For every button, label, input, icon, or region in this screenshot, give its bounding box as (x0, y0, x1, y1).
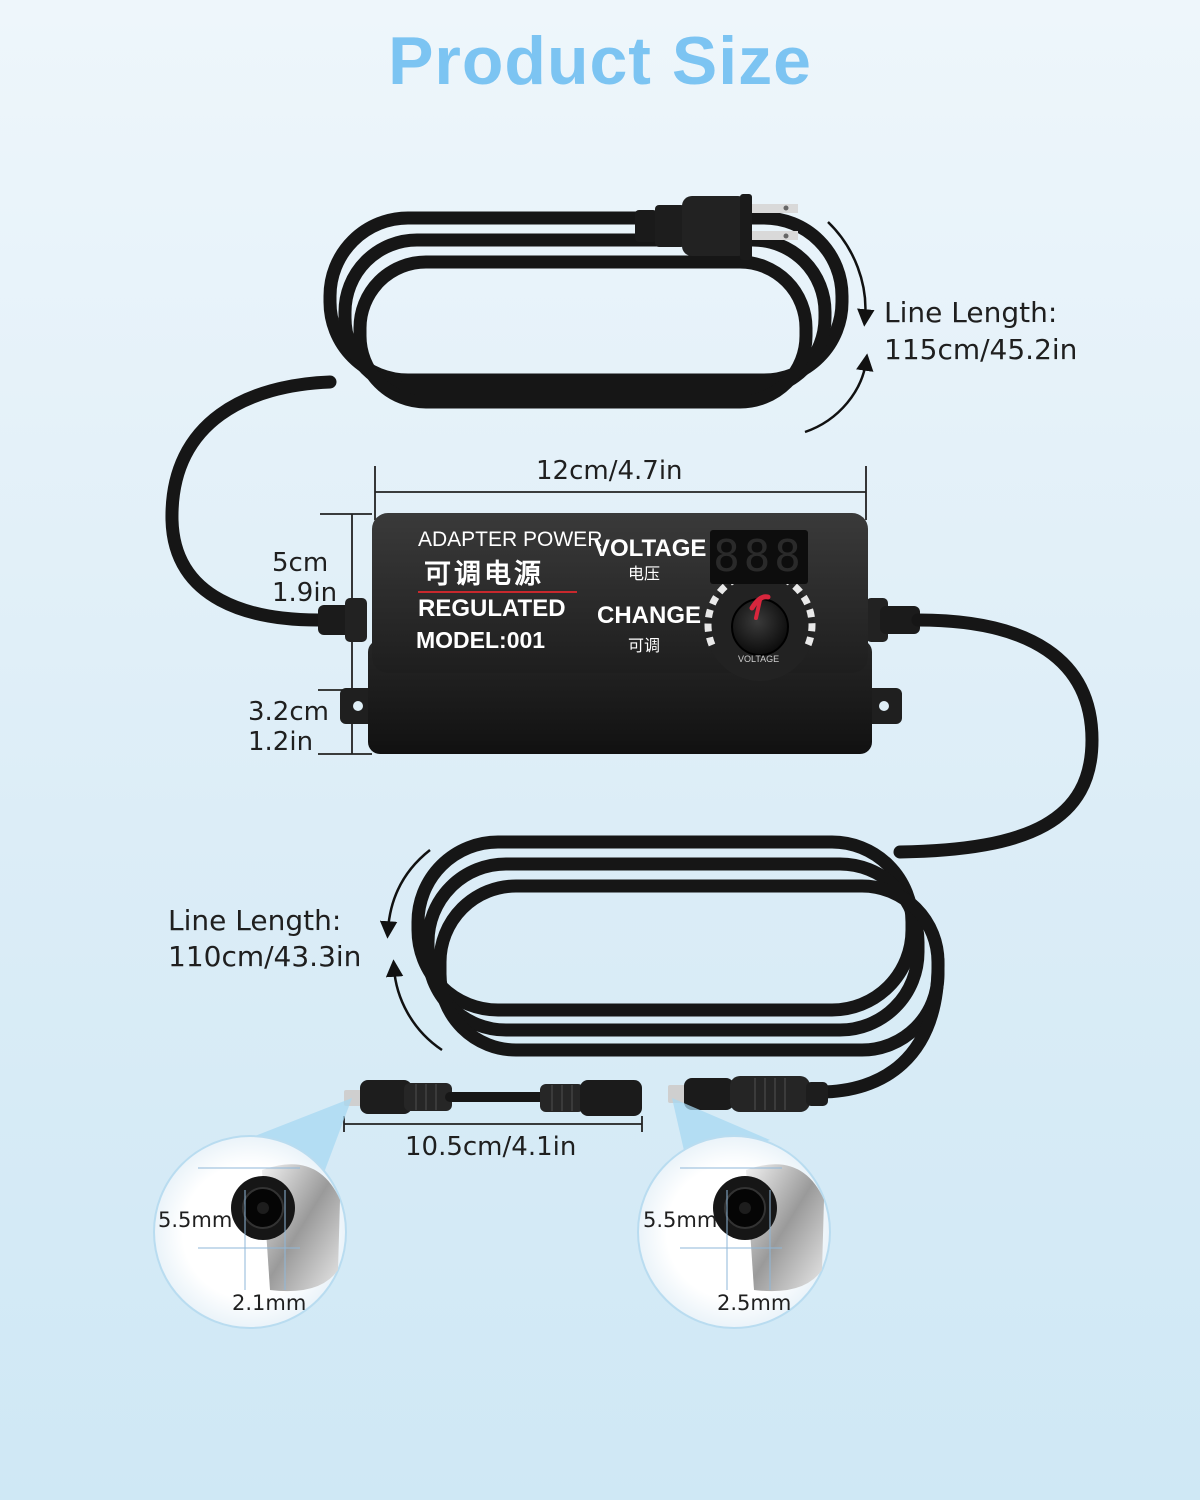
top-cable-length-value: 115cm/45.2in (884, 333, 1078, 366)
adapter-label-line2: 可调电源 (424, 559, 544, 590)
right-connector-detail (637, 1135, 831, 1329)
knob-label: VOLTAGE (738, 654, 780, 664)
zoom-highlight-left (232, 1098, 352, 1178)
curved-arrow-icon (385, 959, 443, 1052)
page-title: Product Size (388, 23, 812, 99)
right-inner-diameter: 2.5mm (717, 1291, 792, 1315)
adapter-depth-in: 1.2in (248, 727, 314, 757)
curved-arrow-icon (804, 353, 874, 434)
adapter-width-label: 12cm/4.7in (536, 456, 683, 486)
width-dimension-line (374, 466, 867, 520)
curved-arrow-icon (379, 849, 431, 939)
voltage-cn-label: 电压 (628, 564, 661, 583)
left-inner-diameter: 2.1mm (232, 1291, 307, 1315)
extension-cable (344, 1080, 642, 1116)
right-outer-diameter: 5.5mm (643, 1208, 718, 1232)
extension-length-label: 10.5cm/4.1in (405, 1132, 577, 1162)
adapter-label-line4: MODEL:001 (416, 627, 546, 653)
adapter-depth-cm: 3.2cm (248, 697, 329, 727)
voltage-label: VOLTAGE (594, 535, 707, 562)
us-plug-icon (635, 194, 798, 260)
led-display-icon: 888 (710, 530, 808, 584)
bottom-cable-length-value: 110cm/43.3in (168, 940, 362, 973)
bottom-cable-coil (411, 613, 1099, 1099)
adapter-height-cm: 5cm (272, 548, 329, 578)
adapter-label-line1: ADAPTER POWER (418, 528, 603, 551)
adapter-label-line3: REGULATED (418, 595, 566, 622)
change-label: CHANGE (597, 602, 702, 629)
adapter-height-in: 1.9in (272, 578, 338, 608)
dc-barrel-plug-icon (668, 1076, 828, 1112)
curved-arrow-icon (827, 221, 875, 327)
bottom-cable-length-label: Line Length: (168, 904, 342, 937)
top-cable-coil (165, 211, 849, 627)
left-outer-diameter: 5.5mm (158, 1208, 233, 1232)
change-cn-label: 可调 (628, 636, 661, 655)
top-cable-length-label: Line Length: (884, 296, 1058, 329)
dc-female-jack-icon (540, 1080, 642, 1116)
left-connector-detail (153, 1135, 347, 1329)
voltage-knob-icon[interactable] (704, 569, 816, 681)
